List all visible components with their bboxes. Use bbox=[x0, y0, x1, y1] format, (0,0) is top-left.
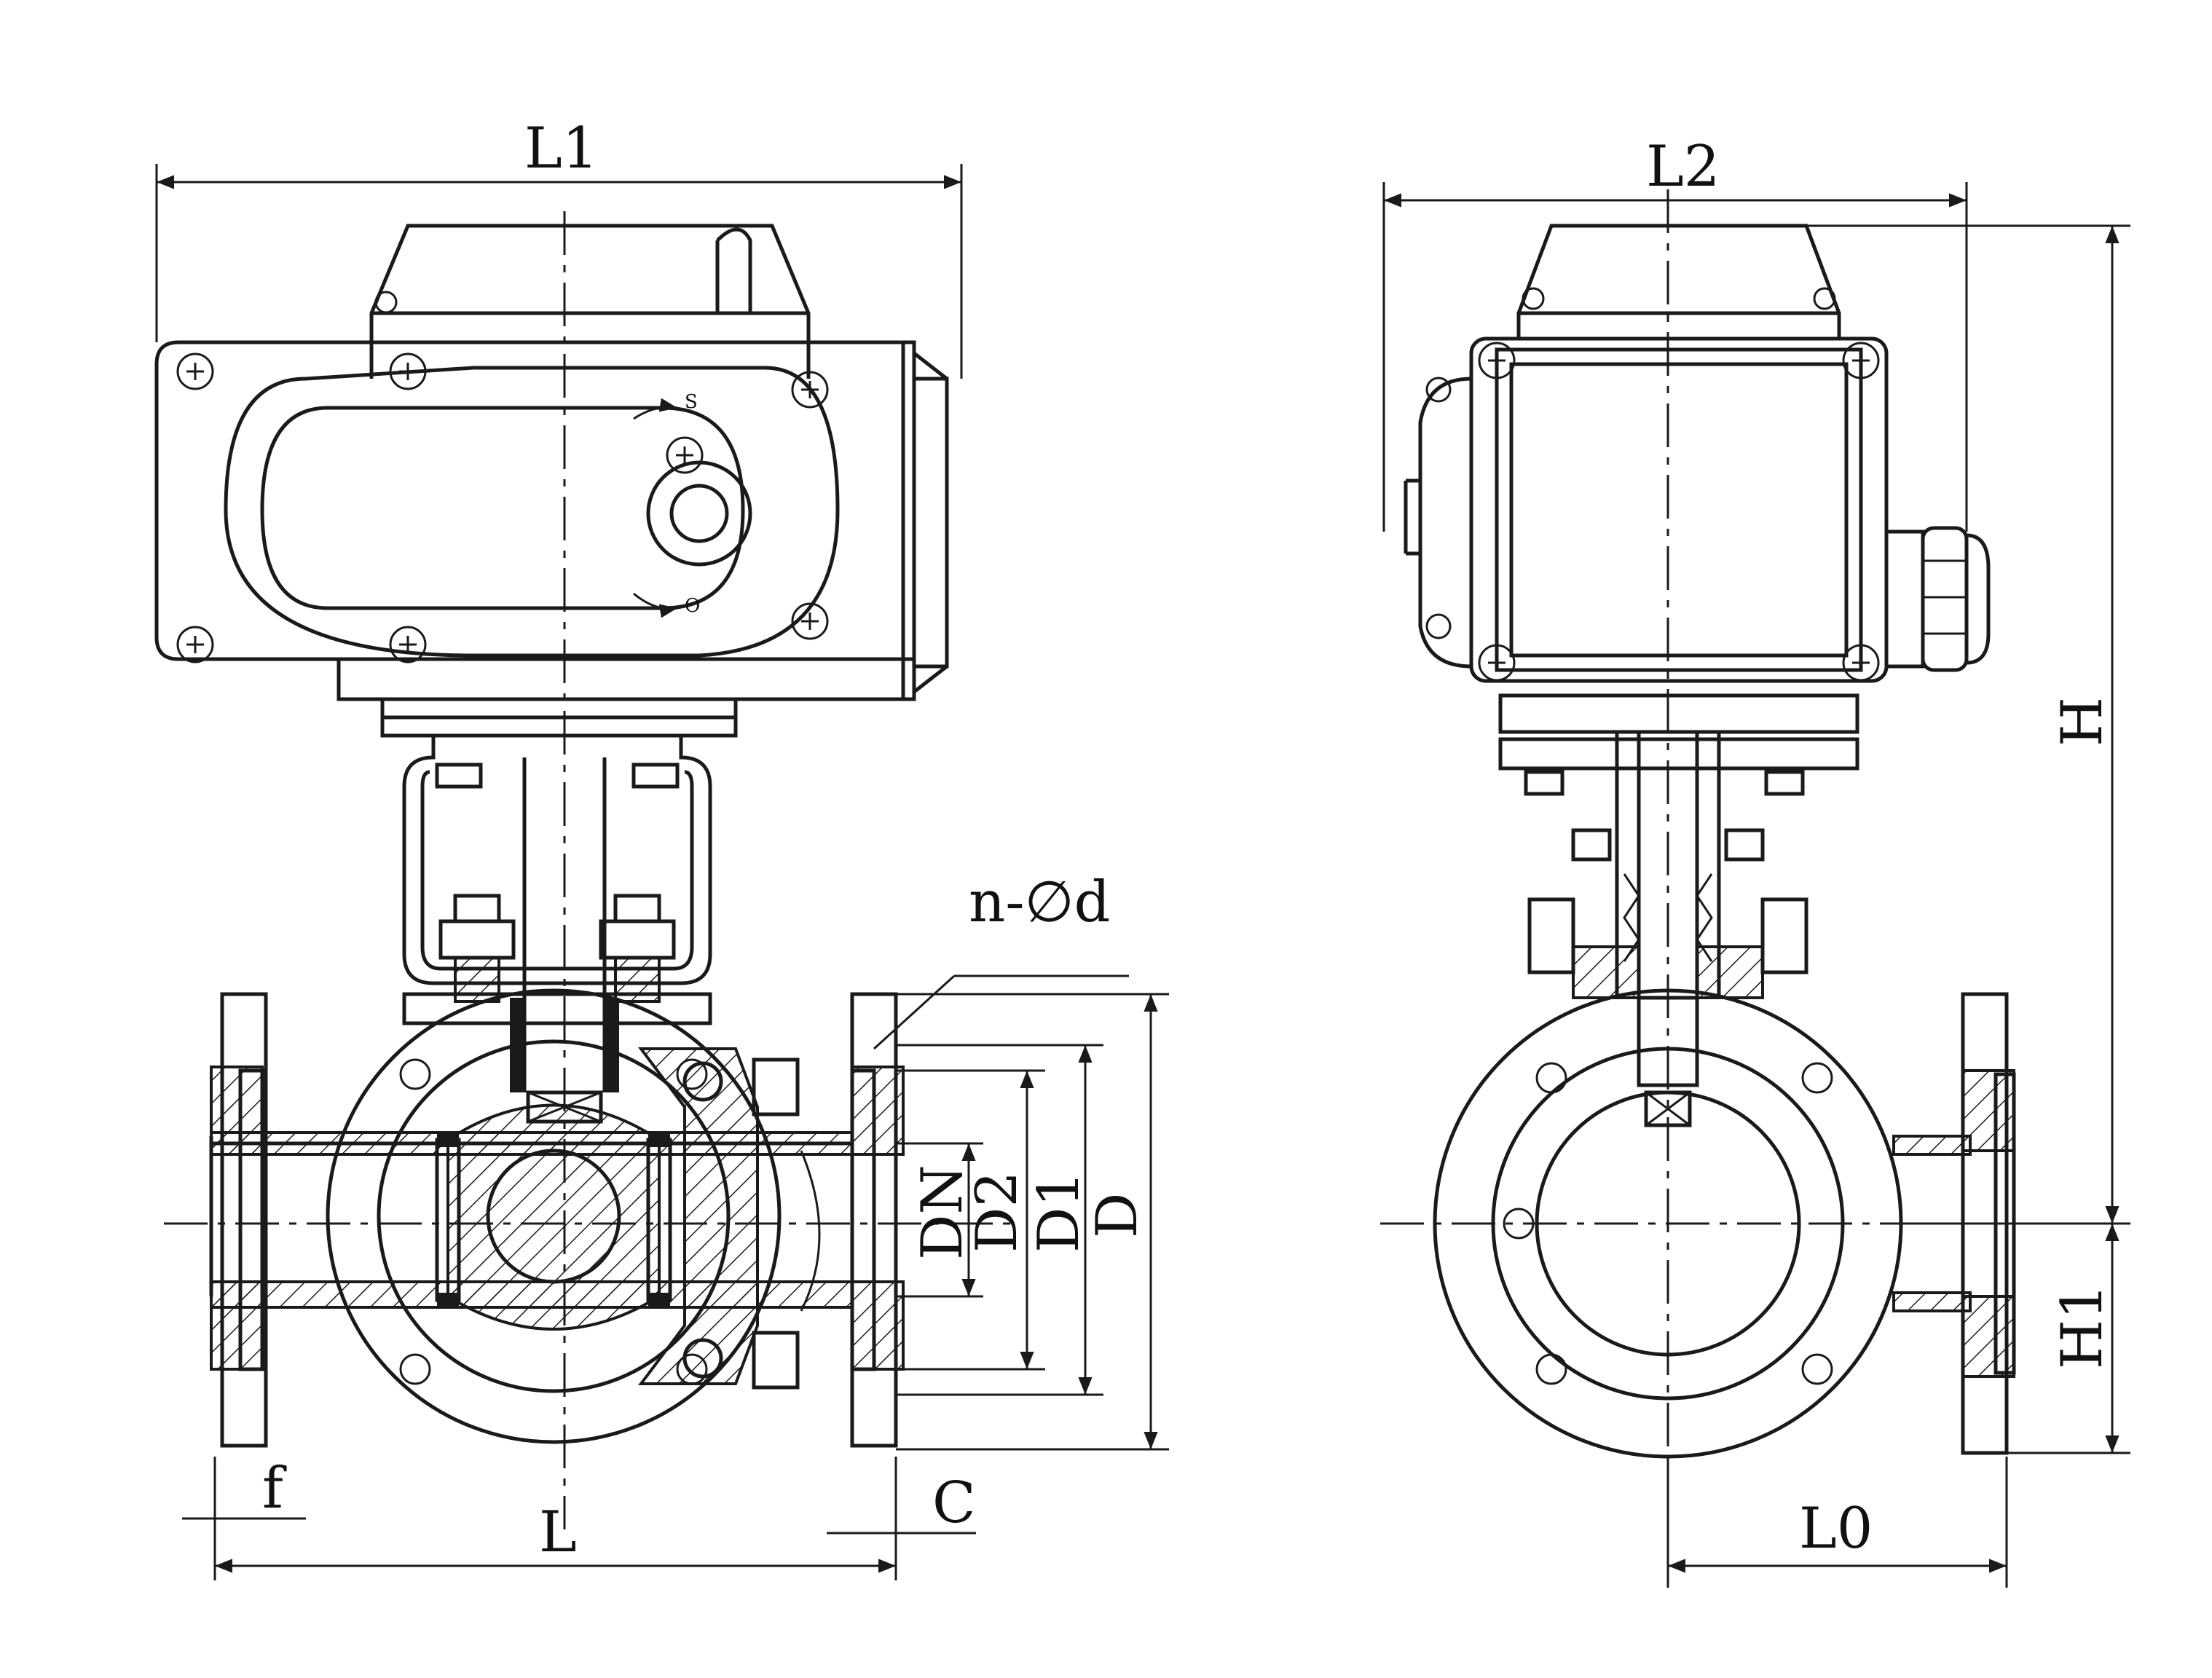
dim-C: C bbox=[932, 1470, 976, 1536]
front-view: S O bbox=[154, 211, 1012, 1529]
screw-icon bbox=[1478, 644, 1516, 682]
dim-L2: L2 bbox=[1646, 134, 1720, 200]
dim-L: L bbox=[539, 1500, 577, 1565]
screw-icon bbox=[1478, 342, 1516, 379]
screw-icon bbox=[666, 436, 704, 474]
screw-icon bbox=[1842, 342, 1880, 379]
dim-n-d: n-∅d bbox=[969, 870, 1110, 935]
dim-f: f bbox=[262, 1456, 287, 1521]
actuator-housing bbox=[154, 340, 949, 738]
dim-L0: L0 bbox=[1799, 1496, 1873, 1561]
dim-D1: D1 bbox=[1026, 1171, 1092, 1253]
side-actuator-top-cover bbox=[1516, 224, 1841, 341]
mounting-bracket bbox=[402, 736, 712, 1025]
screw-icon bbox=[1842, 644, 1880, 682]
screw-icon bbox=[176, 352, 214, 390]
housing-screws bbox=[176, 352, 829, 663]
left-flange bbox=[210, 992, 268, 1448]
dim-H1: H1 bbox=[2050, 1283, 2115, 1369]
direction-arrows: S O bbox=[633, 391, 700, 618]
dim-D: D bbox=[1085, 1192, 1150, 1238]
screw-icon bbox=[791, 602, 829, 640]
cable-gland bbox=[1886, 526, 1991, 672]
valve-ball bbox=[435, 1103, 672, 1331]
dim-L1: L1 bbox=[524, 116, 598, 181]
open-arrow-label: S bbox=[685, 391, 698, 413]
screw-icon bbox=[389, 626, 427, 663]
side-gland-nuts bbox=[1527, 828, 1808, 999]
actuator-top-cover bbox=[369, 224, 811, 379]
screw-icon bbox=[176, 626, 214, 663]
screw-icon bbox=[389, 352, 427, 390]
screw-icon bbox=[791, 371, 829, 409]
dim-H: H bbox=[2050, 697, 2115, 747]
seat-retainer bbox=[638, 1047, 800, 1390]
side-dimensions: L2 H H1 L0 bbox=[1382, 134, 2130, 1588]
close-arrow-label: O bbox=[685, 595, 700, 617]
right-flange bbox=[800, 992, 905, 1448]
front-dimensions: L1 L f C D D1 D2 DN n-∅d bbox=[155, 116, 1169, 1580]
gland-bolts bbox=[438, 894, 676, 1092]
side-mounting-plate bbox=[1498, 693, 1859, 796]
handwheel-plate bbox=[224, 366, 840, 658]
side-actuator-housing bbox=[1404, 336, 1889, 683]
dim-DN: DN bbox=[910, 1165, 975, 1260]
side-housing-screws bbox=[1478, 342, 1880, 682]
side-view bbox=[1380, 189, 2123, 1529]
